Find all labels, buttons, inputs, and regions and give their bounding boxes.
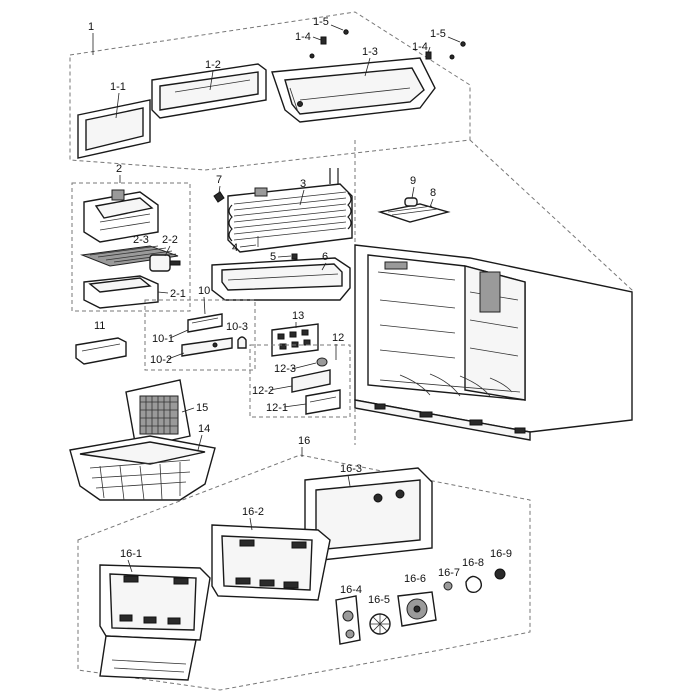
callout-9: 9: [410, 175, 416, 187]
callout-2-1: 2-1: [170, 288, 186, 300]
part-1-1-drawer-front: [77, 99, 151, 159]
part-8-lamp-cover: [377, 203, 451, 223]
callout-1-2: 1-2: [205, 59, 221, 71]
part-16-1-front-panel: 16-1: [99, 548, 211, 681]
group-2-boundary: [71, 182, 191, 312]
part-12-3-knob: [316, 357, 328, 367]
group-2-ice-maker-assembly: 2 2-3 2-2 2-1: [71, 163, 191, 312]
callout-4: 4: [232, 242, 238, 254]
part-16-8-sensor: 16-8: [462, 557, 484, 593]
group-lamp-assembly: 9 8: [377, 175, 451, 223]
part-2-ice-maker: [83, 189, 159, 243]
group-10-bracket-assembly: 10 10-1 10-2 10-3: [144, 285, 256, 371]
callout-11: 11: [94, 320, 105, 332]
group-12-boundary: [249, 344, 351, 418]
callout-10: 10: [198, 285, 210, 297]
callout-16-6: 16-6: [404, 573, 426, 585]
part-10-2-hinge: [181, 337, 233, 357]
part-2-1-ice-bucket: [83, 275, 159, 309]
part-13-control-panel: 13: [271, 310, 319, 357]
callout-16-4: 16-4: [340, 584, 362, 596]
callout-16-7: 16-7: [438, 567, 460, 579]
callout-8: 8: [430, 187, 436, 199]
callout-14: 14: [198, 423, 210, 435]
callout-6: 6: [322, 251, 328, 263]
part-11-rail: 11: [75, 320, 127, 365]
callout-7: 7: [216, 174, 222, 186]
part-3-evaporator: [227, 168, 353, 253]
callout-1-1: 1-1: [110, 81, 126, 93]
callout-12-3: 12-3: [274, 363, 296, 375]
part-16-2-middle-panel: 16-2: [211, 506, 331, 601]
callout-16-2: 16-2: [242, 506, 264, 518]
part-2-2-handle: [149, 254, 181, 272]
callout-12-2: 12-2: [252, 385, 274, 397]
callout-2-2: 2-2: [162, 234, 178, 246]
group-1-upper-drawer-assembly: 1 1-1 1-2 1-3 1-4 1-5 1-4 1-5: [69, 11, 471, 171]
callout-16-8: 16-8: [462, 557, 484, 569]
part-10-1-bracket: [187, 313, 223, 333]
callout-2-3: 2-3: [133, 234, 149, 246]
callout-16-9: 16-9: [490, 548, 512, 560]
callout-12-1: 12-1: [266, 402, 288, 414]
part-16-6-fan-motor: 16-6: [397, 573, 437, 627]
part-7-sensor: [213, 191, 225, 203]
part-16-4-motor-bracket: 16-4: [335, 584, 362, 645]
callout-1: 1: [88, 21, 94, 33]
part-5-screw: [291, 253, 298, 260]
callout-1-5: 1-5: [313, 16, 329, 28]
callout-1-4: 1-4: [412, 41, 428, 53]
callout-13: 13: [292, 310, 304, 322]
callout-16-5: 16-5: [368, 594, 390, 606]
callout-16-1: 16-1: [120, 548, 142, 560]
callout-12: 12: [332, 332, 344, 344]
group-10-boundary: [144, 299, 256, 371]
refrigerator-cabinet: [354, 139, 633, 445]
group-12-damper-assembly: 12 12-3 12-2 12-1: [249, 332, 351, 418]
part-2-3-ice-tray: [80, 245, 179, 267]
callout-16: 16: [298, 435, 310, 447]
callout-10-2: 10-2: [150, 354, 172, 366]
part-10-3-cap: [237, 336, 247, 349]
callout-2: 2: [116, 163, 122, 175]
callout-10-3: 10-3: [226, 321, 248, 333]
callout-1-3: 1-3: [362, 46, 378, 58]
part-1-3-drawer-tray: [271, 57, 436, 123]
part-16-3-back-panel: 16-3: [304, 463, 433, 561]
part-9-lamp: [404, 197, 418, 207]
callout-15: 15: [196, 402, 208, 414]
part-12-1-damper-housing: [305, 389, 341, 415]
callout-1-4: 1-4: [295, 31, 311, 43]
part-14-freezer-basket: 14: [69, 423, 216, 501]
callout-1-5: 1-5: [430, 28, 446, 40]
part-12-2-damper: [291, 369, 331, 393]
part-6-drain-pan: [211, 257, 351, 301]
part-15-divider: 15: [125, 379, 208, 449]
group-16-freezer-drawer-assembly: 16-3 16-2 16-1: [77, 435, 531, 691]
callout-16-3: 16-3: [340, 463, 362, 475]
callout-10-1: 10-1: [152, 333, 174, 345]
callout-3: 3: [300, 178, 306, 190]
part-16-7-bushing: 16-7: [438, 567, 460, 591]
part-16-5-fan-blade: 16-5: [368, 594, 391, 635]
part-1-2-drawer-cover: [151, 63, 267, 119]
group-evaporator-assembly: 3 4 5 6 7: [211, 168, 353, 301]
part-16-9-grommet: 16-9: [490, 548, 512, 580]
part-1-4-1-5-screws: [309, 29, 466, 60]
callout-5: 5: [270, 251, 276, 263]
